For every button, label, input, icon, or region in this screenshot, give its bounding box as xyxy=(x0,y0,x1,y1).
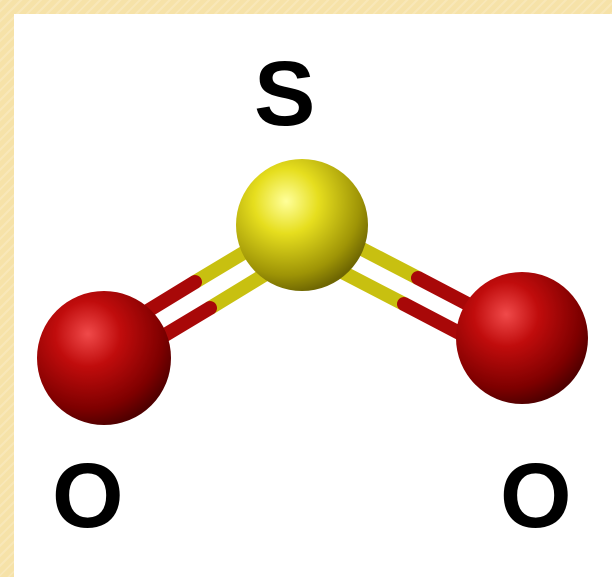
sulfur-label: S xyxy=(254,43,316,145)
oxygen-atom-right xyxy=(456,272,588,404)
oxygen-atom-left xyxy=(37,291,171,425)
oxygen-label-right: O xyxy=(500,445,572,547)
sulfur-atom xyxy=(236,159,368,291)
oxygen-label-left: O xyxy=(52,445,124,547)
